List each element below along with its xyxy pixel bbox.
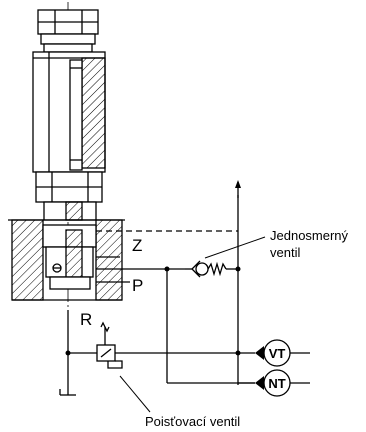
main-supply-line [237, 195, 255, 385]
check-valve-leader [204, 236, 266, 259]
gauge-low-label: NT [268, 376, 285, 391]
junction-dot [235, 266, 241, 272]
junction-dot [65, 350, 71, 356]
port-r-label: R [80, 310, 92, 329]
port-lines [96, 230, 238, 283]
mounting-block [8, 219, 125, 301]
relief-valve-leader [119, 375, 151, 413]
pressure-gauge-low: NT [255, 369, 310, 397]
check-valve-label-line2: ventil [270, 245, 300, 260]
flow-arrow-icon [235, 180, 241, 198]
pressure-gauge-high: VT [255, 339, 310, 367]
relief-valve-label: Poisťovací ventil [145, 414, 240, 429]
relief-valve-circuit [59, 310, 238, 396]
port-p-label: P [132, 276, 143, 295]
gauge-high-label: VT [269, 346, 286, 361]
valve-cross-section [32, 9, 106, 221]
check-valve-label-line1: Jednosmerný [270, 228, 349, 243]
bypass-line [166, 269, 255, 384]
check-valve-symbol [185, 260, 238, 278]
junction-dot [235, 350, 241, 356]
junction-dot [164, 266, 170, 272]
port-z-label: Z [132, 236, 142, 255]
